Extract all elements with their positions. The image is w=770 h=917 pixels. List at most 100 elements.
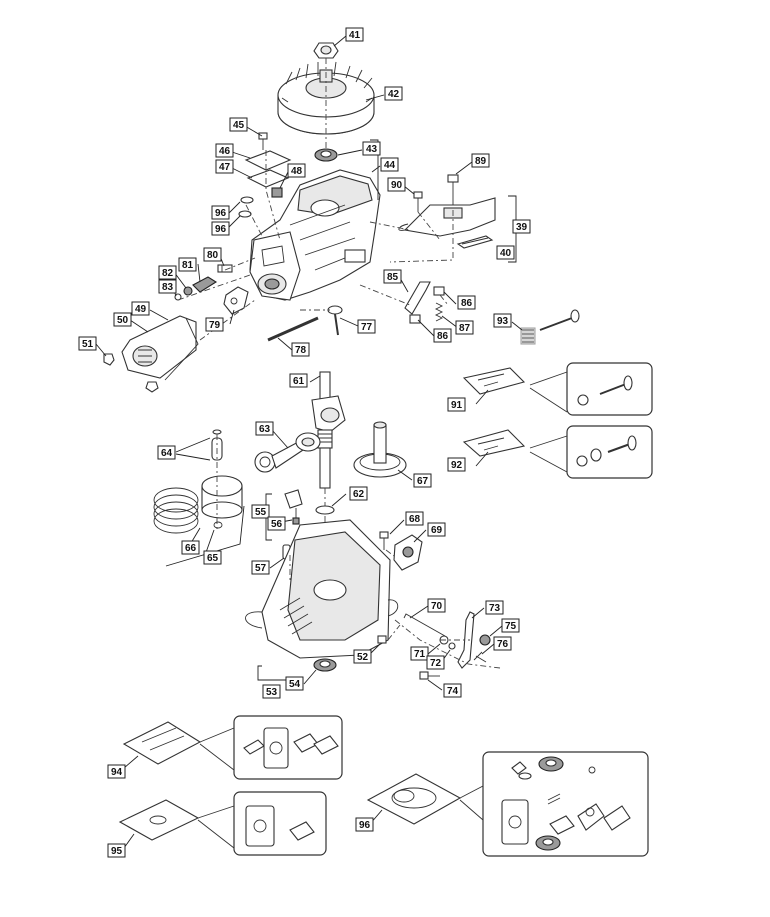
bracket-44 (370, 139, 379, 200)
kit-95-bag (118, 799, 200, 841)
callout-number: 41 (349, 30, 361, 41)
callout-number: 76 (497, 639, 509, 650)
callout-number: 45 (233, 120, 245, 131)
callout-number: 91 (451, 400, 463, 411)
callout-40: 40 (496, 245, 515, 260)
kit-92-detail-box (529, 425, 653, 479)
callout-48: 48 (287, 163, 306, 178)
valve-77 (327, 305, 343, 336)
callout-number: 65 (207, 553, 219, 564)
callout-96: 96 (211, 221, 230, 236)
kit-95-detail-box (197, 791, 327, 856)
callout-79: 79 (205, 317, 224, 332)
callout-67: 67 (413, 473, 432, 488)
callout-number: 54 (289, 679, 301, 690)
callout-number: 82 (162, 268, 174, 279)
clip-76 (473, 651, 487, 663)
callout-96: 96 (211, 205, 230, 220)
part-82 (183, 286, 193, 296)
callout-number: 61 (293, 376, 305, 387)
gasket-47 (246, 169, 290, 188)
callout-78: 78 (291, 342, 310, 357)
rod-70 (403, 613, 446, 637)
screw-51 (103, 353, 115, 366)
callout-56: 56 (267, 516, 286, 531)
callout-96: 96 (355, 817, 374, 832)
callout-51: 51 (78, 336, 97, 351)
bracket-53 (257, 665, 300, 681)
callout-57: 57 (251, 560, 270, 575)
callout-86: 86 (433, 328, 452, 343)
callout-number: 44 (384, 160, 396, 171)
callout-number: 56 (271, 519, 283, 530)
callout-number: 93 (497, 316, 509, 327)
flywheel-nut (313, 42, 339, 59)
nut-75 (479, 634, 491, 646)
callout-number: 77 (361, 322, 373, 333)
callout-number: 79 (209, 320, 221, 331)
camshaft-gear (353, 421, 407, 478)
callout-42: 42 (384, 86, 403, 101)
callout-number: 96 (215, 208, 227, 219)
lever-73 (457, 611, 475, 669)
callout-number: 48 (291, 166, 303, 177)
callout-81: 81 (178, 257, 197, 272)
callout-number: 87 (459, 323, 471, 334)
callout-64: 64 (157, 445, 176, 460)
callout-number: 57 (255, 563, 267, 574)
plate-79 (223, 286, 249, 315)
piston-rings-66 (153, 487, 199, 534)
clip-65 (213, 521, 223, 529)
nut-86b (409, 314, 421, 324)
callout-number: 86 (461, 298, 473, 309)
callout-number: 47 (219, 162, 231, 173)
callout-85: 85 (383, 269, 402, 284)
callout-63: 63 (255, 421, 274, 436)
kit-96-detail-box (459, 751, 649, 857)
callout-number: 51 (82, 339, 94, 350)
callout-number: 73 (489, 603, 501, 614)
callout-94: 94 (107, 764, 126, 779)
callout-number: 81 (182, 260, 194, 271)
bolt-74 (419, 671, 440, 680)
callout-number: 86 (437, 331, 449, 342)
alignment-lines (177, 150, 501, 669)
callout-89: 89 (471, 153, 490, 168)
reed-48 (271, 187, 283, 198)
callout-number: 49 (135, 304, 147, 315)
callout-80: 80 (203, 247, 222, 262)
callout-61: 61 (289, 373, 308, 388)
nut-86a (433, 286, 445, 296)
o-ring-96a (240, 196, 254, 204)
callout-68: 68 (405, 511, 424, 526)
callout-number: 40 (500, 248, 512, 259)
callout-65: 65 (203, 550, 222, 565)
callout-number: 62 (353, 489, 365, 500)
callout-number: 89 (475, 156, 487, 167)
callout-number: 42 (388, 89, 400, 100)
piston (201, 475, 243, 519)
callout-47: 47 (215, 159, 234, 174)
screw-52 (377, 635, 387, 644)
callout-70: 70 (427, 598, 446, 613)
callout-number: 94 (111, 767, 123, 778)
oil-seal-top (314, 148, 338, 162)
callout-92: 92 (447, 457, 466, 472)
callout-number: 43 (366, 144, 378, 155)
crankshaft (311, 371, 346, 489)
muffler-assembly (121, 315, 199, 381)
callout-number: 68 (409, 514, 421, 525)
sensor-55 (284, 489, 303, 525)
callout-83: 83 (158, 279, 177, 294)
connecting-rod (254, 432, 321, 473)
callout-77: 77 (357, 319, 376, 334)
rocker-85 (404, 281, 431, 315)
callout-number: 71 (414, 649, 426, 660)
spring-87 (434, 302, 444, 322)
callout-45: 45 (229, 117, 248, 132)
callout-44: 44 (380, 157, 399, 172)
callout-71: 71 (410, 646, 429, 661)
kit-96-bag (366, 773, 462, 825)
callout-50: 50 (113, 312, 132, 327)
